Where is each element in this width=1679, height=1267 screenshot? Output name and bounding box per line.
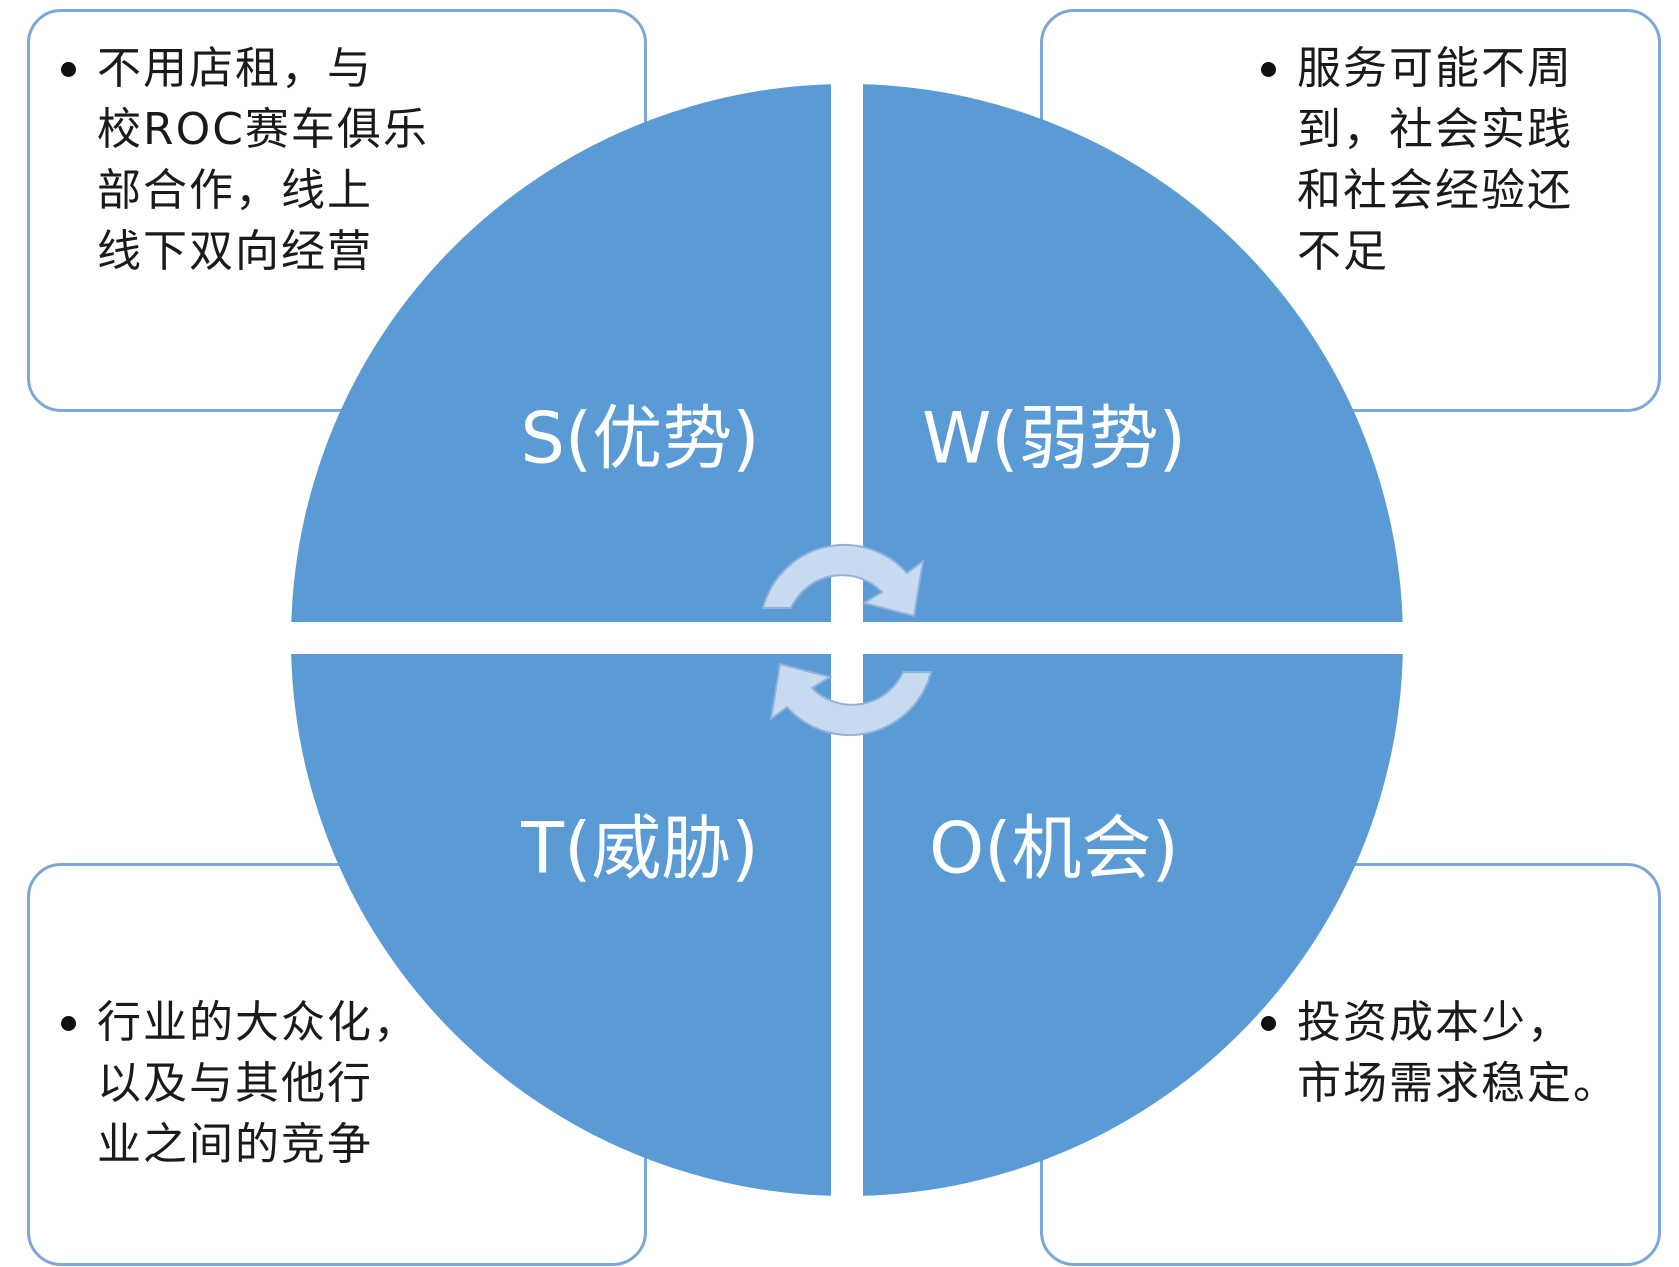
opportunities-text: 投资成本少， 市场需求稳定。 xyxy=(1297,997,1619,1109)
strengths-text: 不用店租，与 校ROC赛车俱乐 部合作，线上 线下双向经营 xyxy=(97,43,429,277)
cycle-arrow-bottom-icon xyxy=(769,662,933,737)
opportunities-bullet: 投资成本少， 市场需求稳定。 xyxy=(1261,992,1637,1114)
threats-bullet: 行业的大众化， 以及与其他行 业之间的竞争 xyxy=(61,992,437,1175)
bullet-dot-icon xyxy=(61,1016,76,1031)
weaknesses-label: W(弱势) xyxy=(922,397,1186,480)
opportunities-label: O(机会) xyxy=(929,807,1179,890)
threats-label: T(威胁) xyxy=(521,807,759,890)
threats-text: 行业的大众化， 以及与其他行 业之间的竞争 xyxy=(97,997,419,1170)
weaknesses-bullet: 服务可能不周 到，社会实践 和社会经验还 不足 xyxy=(1261,38,1617,282)
quadrant-o xyxy=(863,654,1403,1196)
bullet-dot-icon xyxy=(61,62,76,77)
strengths-label: S(优势) xyxy=(520,397,760,480)
weaknesses-text: 服务可能不周 到，社会实践 和社会经验还 不足 xyxy=(1297,43,1573,277)
strengths-bullet: 不用店租，与 校ROC赛车俱乐 部合作，线上 线下双向经营 xyxy=(61,38,437,282)
bullet-dot-icon xyxy=(1261,62,1276,77)
bullet-dot-icon xyxy=(1261,1016,1276,1031)
cycle-arrow-top-icon xyxy=(761,543,925,618)
